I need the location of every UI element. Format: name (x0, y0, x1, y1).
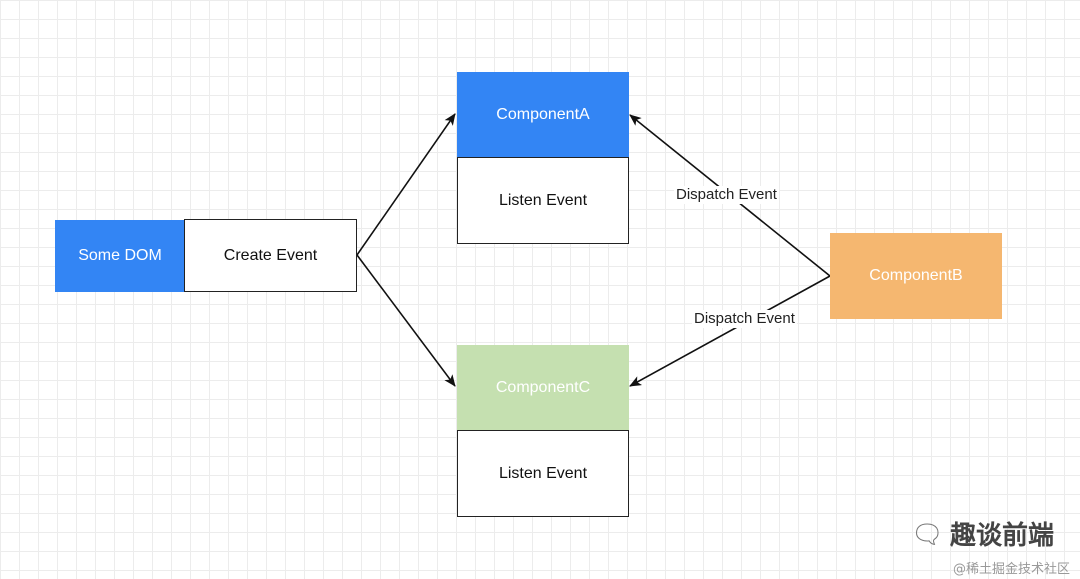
watermark: 🗨 趣谈前端 (911, 515, 1054, 552)
node-component-c: ComponentC (457, 345, 629, 431)
node-component-a: ComponentA (457, 72, 629, 158)
node-listen-event-a: Listen Event (457, 157, 629, 244)
watermark-credit: @稀土掘金技术社区 (952, 562, 1070, 577)
edge-create-to-component-a (356, 113, 456, 256)
node-create-event: Create Event (184, 219, 357, 292)
node-some-dom: Some DOM (55, 220, 185, 292)
node-listen-event-c: Listen Event (457, 430, 629, 517)
edge-label-dispatch-event-a: Dispatch Event (674, 186, 779, 204)
edge-label-dispatch-event-c: Dispatch Event (692, 310, 797, 328)
edge-component-b-to-component-c (629, 275, 831, 387)
edge-create-to-component-c (356, 254, 456, 387)
wechat-icon: 🗨 (910, 518, 944, 549)
watermark-brand: 趣谈前端 (949, 521, 1054, 551)
node-component-b: ComponentB (830, 233, 1002, 319)
